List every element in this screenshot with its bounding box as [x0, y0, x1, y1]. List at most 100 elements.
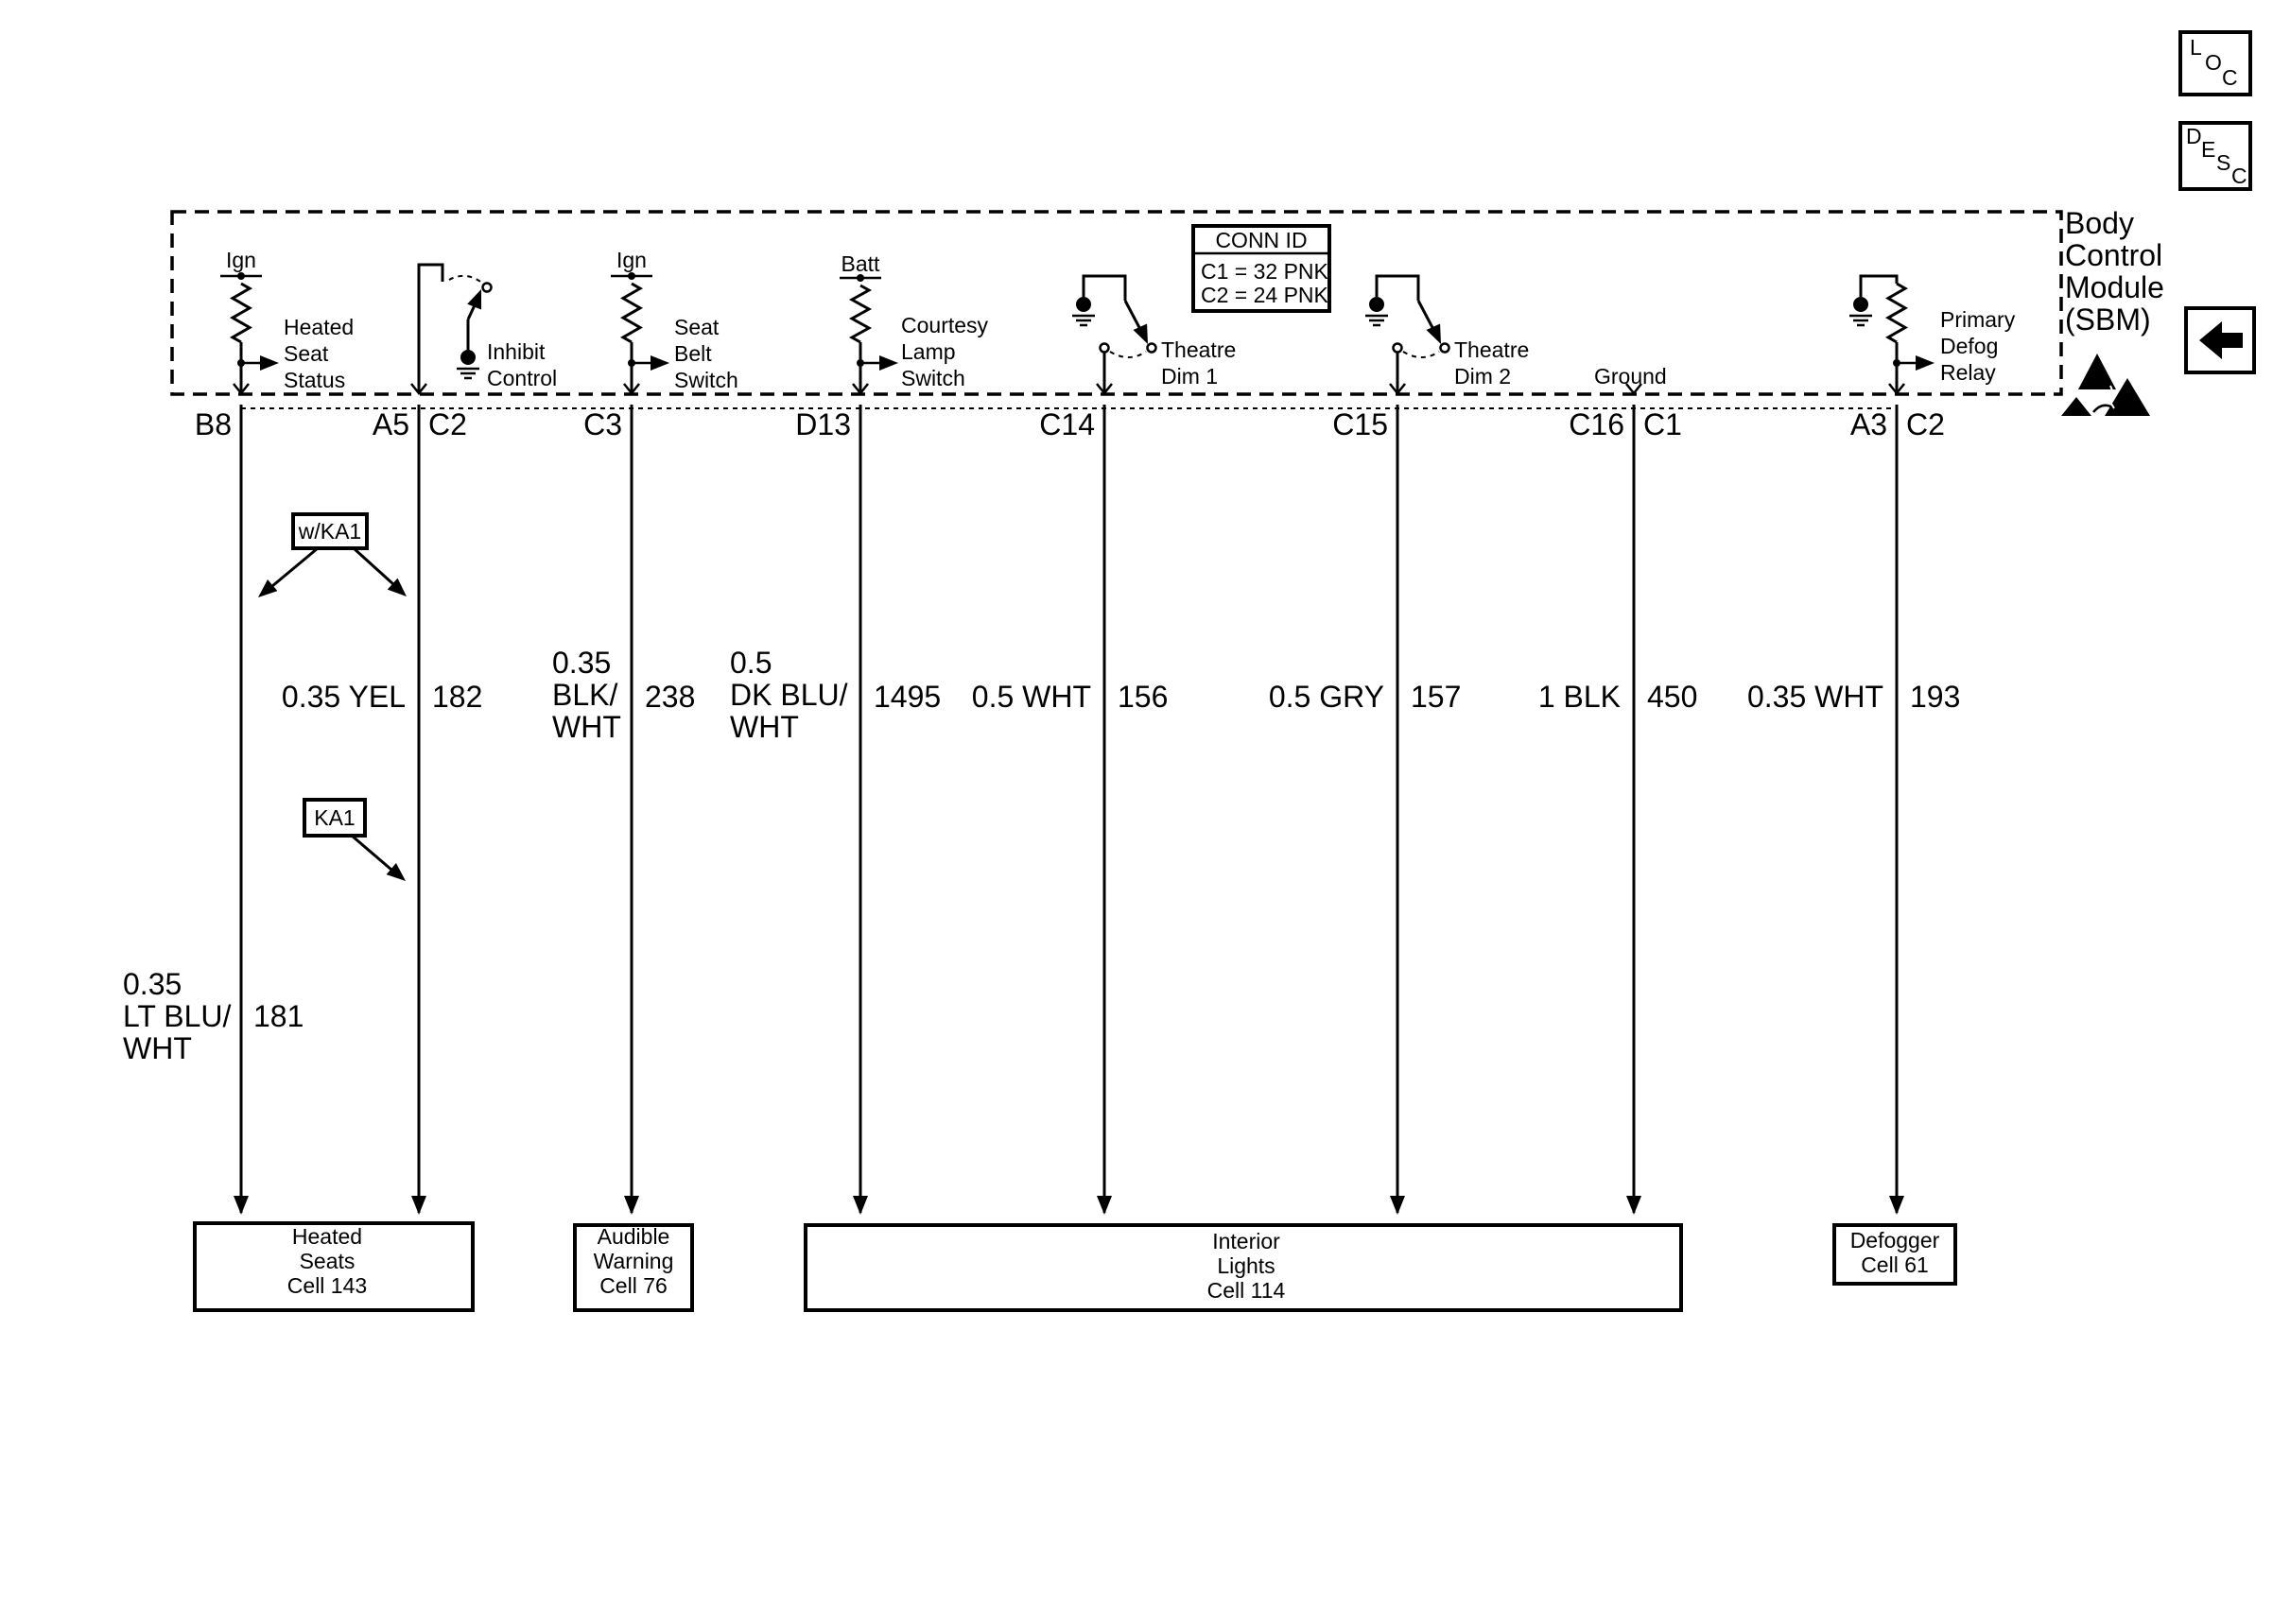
input-label: Inhibit [487, 339, 546, 364]
option-leader [352, 546, 395, 586]
input-label: Lamp [901, 339, 956, 364]
destination-label: Warning [594, 1249, 674, 1273]
wire-arrow [1626, 1196, 1641, 1215]
output-arrow [1916, 355, 1935, 371]
pin-label: B8 [195, 407, 232, 441]
wire-spec: 0.35 [552, 646, 611, 680]
wire-spec: BLK/ [552, 678, 617, 712]
wire-spec: WHT [730, 710, 799, 744]
contact-dot [1392, 342, 1403, 354]
option-leader [271, 546, 319, 588]
input-label: Switch [674, 368, 738, 392]
destination-frame[interactable] [573, 1223, 694, 1312]
option-label: w/KA1 [298, 519, 361, 544]
wire-spec: WHT [123, 1031, 192, 1065]
wire-spec: 0.35 WHT [1747, 680, 1883, 714]
connector-symbol [623, 383, 640, 396]
connector-symbol [1888, 383, 1905, 396]
junction-dot [857, 274, 864, 282]
wire-arrow [411, 1196, 426, 1215]
ground-icon [1072, 297, 1095, 327]
input-label: Control [487, 366, 557, 390]
wire-spec: WHT [552, 710, 621, 744]
source-label: Ign [226, 248, 256, 272]
loc-button[interactable]: LOC [2178, 30, 2252, 96]
connector-symbol [1389, 383, 1406, 396]
option-arrow [258, 579, 278, 597]
destination-label: Defogger [1850, 1228, 1940, 1253]
desc-frame[interactable] [2178, 121, 2252, 191]
ground-ball [460, 350, 476, 365]
output-arrow [260, 355, 279, 371]
ground-ball [1853, 297, 1868, 312]
input-label: Heated [284, 315, 354, 339]
wire-spec: 0.35 YEL [282, 680, 406, 714]
input-label: Dim 1 [1161, 364, 1218, 389]
wire-spec: 0.5 [730, 646, 772, 680]
module-boundary [170, 210, 2063, 396]
contact-dot [481, 282, 493, 293]
destination-label: Seats [300, 1249, 356, 1273]
switch-arc [448, 274, 484, 285]
ground-ball [1369, 297, 1384, 312]
module-title: Body [2065, 206, 2134, 240]
wire-spec: 0.5 GRY [1269, 680, 1384, 714]
circuit-number: 182 [432, 680, 482, 714]
resistor-icon [1884, 282, 1909, 344]
esd-spark [2107, 385, 2116, 409]
input-label: Relay [1940, 360, 1996, 385]
ground-icon [1849, 297, 1872, 327]
junction-dot [1893, 359, 1900, 367]
pin-label: A5 [373, 407, 409, 441]
junction-dot [857, 359, 864, 367]
output-arrow [879, 355, 898, 371]
destination-label: Cell 61 [1861, 1253, 1929, 1277]
circuit-number: 1495 [874, 680, 941, 714]
destination-frame[interactable] [1832, 1223, 1957, 1286]
loc-letter: O [2205, 50, 2222, 75]
source-label: Batt [842, 251, 881, 276]
junction-dot [237, 359, 245, 367]
input-label: Belt [674, 341, 712, 366]
contact-dot [1146, 342, 1157, 354]
ground-ball [1076, 297, 1091, 312]
wire-arrow [1097, 1196, 1112, 1215]
destination-label: Lights [1217, 1253, 1275, 1278]
input-label: Ground [1594, 364, 1667, 389]
connector-label: C2 [1906, 407, 1945, 441]
destination-label: Cell 114 [1207, 1278, 1286, 1303]
destination-frame[interactable] [804, 1223, 1683, 1312]
wire-arrow [853, 1196, 868, 1215]
loc-frame[interactable] [2178, 30, 2252, 96]
wire-path [1375, 274, 1420, 301]
conn-id-title: CONN ID [1215, 228, 1307, 252]
wire-spec: 0.5 WHT [972, 680, 1091, 714]
switch-arc [1402, 351, 1440, 358]
input-label: Seat [284, 341, 329, 366]
option-box [291, 512, 369, 550]
wire-arrow [1390, 1196, 1405, 1215]
wire-path [1082, 274, 1127, 301]
contact-dot [1099, 342, 1110, 354]
destination-frame[interactable] [193, 1221, 475, 1312]
option-leader [351, 834, 392, 872]
switch-arrow [1133, 323, 1148, 344]
inputs-layer: IgnHeatedSeatStatusInhibitControlIgnSeat… [220, 248, 2016, 396]
option-label: KA1 [314, 805, 355, 830]
back-button[interactable] [2184, 306, 2256, 374]
desc-letter: D [2186, 124, 2202, 148]
circuit-number: 450 [1647, 680, 1697, 714]
connector-symbol [410, 383, 427, 396]
destination-label: Heated [292, 1224, 362, 1249]
switch-arrow [1426, 323, 1441, 344]
source-label: Ign [616, 248, 647, 272]
wire-spec: LT BLU/ [123, 999, 232, 1033]
connector-label: C2 [428, 407, 467, 441]
